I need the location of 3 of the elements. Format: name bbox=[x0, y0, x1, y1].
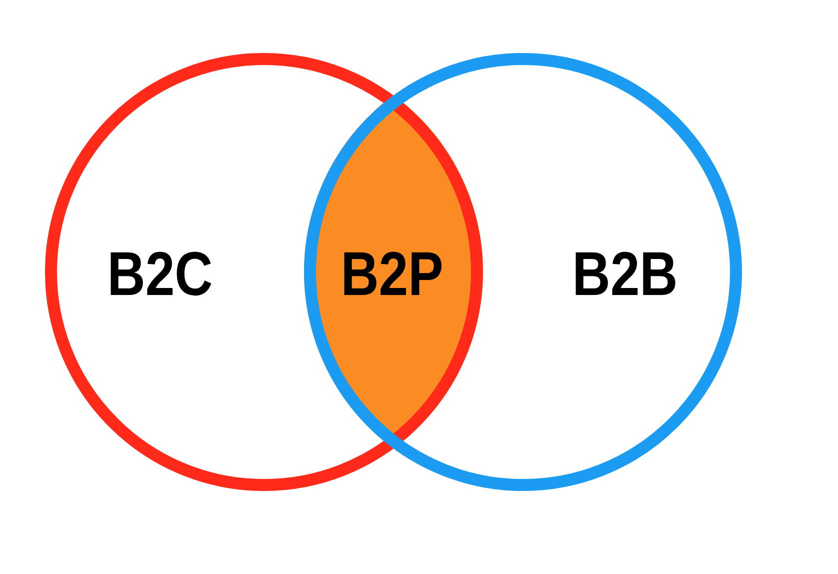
segment-label: B2P bbox=[340, 244, 444, 306]
segment-label: B2C bbox=[107, 244, 213, 306]
segment-label: B2B bbox=[572, 244, 678, 306]
